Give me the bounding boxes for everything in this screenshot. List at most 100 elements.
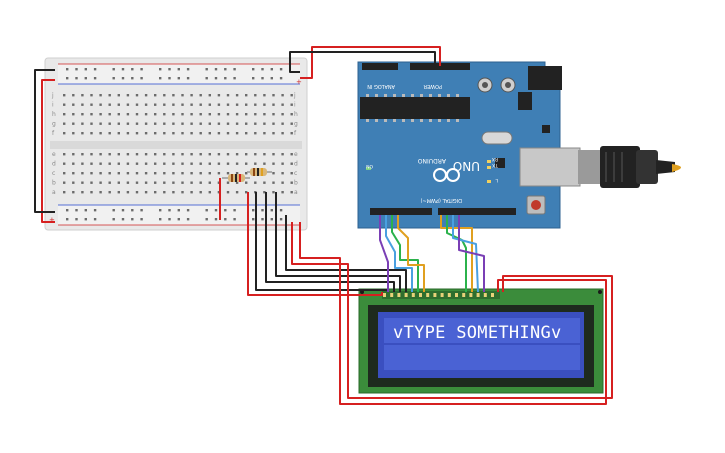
breadboard-hole[interactable] [144,94,148,97]
digital-header-low[interactable] [370,208,432,215]
breadboard-hole[interactable] [261,209,264,212]
breadboard-hole[interactable] [168,77,171,80]
breadboard-hole[interactable] [172,122,175,125]
breadboard-hole[interactable] [245,162,248,165]
breadboard-hole[interactable] [272,172,275,175]
breadboard-hole[interactable] [272,94,275,97]
breadboard-hole[interactable] [66,209,69,212]
breadboard-hole[interactable] [254,153,257,156]
breadboard-hole[interactable] [75,68,78,71]
breadboard-hole[interactable] [66,77,69,80]
breadboard-hole[interactable] [177,209,180,212]
breadboard-hole[interactable] [263,113,266,116]
breadboard-hole[interactable] [172,132,175,135]
breadboard-hole[interactable] [224,218,227,221]
lcd-pin[interactable] [462,293,466,297]
breadboard-hole[interactable] [261,68,264,71]
breadboard-hole[interactable] [126,113,130,116]
breadboard-hole[interactable] [112,218,115,221]
breadboard-hole[interactable] [168,209,171,212]
breadboard-hole[interactable] [135,172,139,175]
breadboard-hole[interactable] [99,162,102,165]
resistor-1[interactable] [222,174,250,182]
breadboard-hole[interactable] [279,218,283,221]
breadboard-hole[interactable] [272,162,275,165]
breadboard-hole[interactable] [90,172,93,175]
breadboard-hole[interactable] [272,181,275,184]
breadboard-hole[interactable] [126,153,130,156]
breadboard-hole[interactable] [121,77,125,80]
breadboard-hole[interactable] [108,94,111,97]
breadboard-hole[interactable] [144,172,148,175]
breadboard-hole[interactable] [208,153,211,156]
breadboard-hole[interactable] [81,191,84,194]
breadboard-hole[interactable] [117,94,120,97]
breadboard-hole[interactable] [177,68,180,71]
breadboard-hole[interactable] [217,181,221,184]
breadboard-hole[interactable] [226,94,230,97]
resistor-2[interactable] [247,168,272,176]
breadboard-hole[interactable] [144,132,148,135]
breadboard-hole[interactable] [205,77,208,80]
breadboard-hole[interactable] [154,122,157,125]
breadboard-hole[interactable] [199,172,202,175]
power-header[interactable] [410,63,470,70]
breadboard-hole[interactable] [135,122,139,125]
breadboard-hole[interactable] [181,132,184,135]
breadboard-hole[interactable] [205,68,208,71]
breadboard-hole[interactable] [226,191,230,194]
breadboard-hole[interactable] [126,103,130,106]
breadboard-hole[interactable] [63,153,66,156]
breadboard-hole[interactable] [144,122,148,125]
lcd-pin[interactable] [397,293,401,297]
breadboard-hole[interactable] [90,113,93,116]
breadboard-hole[interactable] [172,103,175,106]
breadboard-hole[interactable] [99,103,102,106]
breadboard-hole[interactable] [93,209,97,212]
breadboard-hole[interactable] [63,181,66,184]
breadboard-hole[interactable] [72,122,75,125]
breadboard-hole[interactable] [281,132,284,135]
breadboard-hole[interactable] [168,218,171,221]
breadboard-hole[interactable] [135,191,139,194]
breadboard-hole[interactable] [90,132,93,135]
breadboard-hole[interactable] [245,113,248,116]
lcd-pin[interactable] [426,293,430,297]
breadboard-hole[interactable] [199,94,202,97]
breadboard-hole[interactable] [131,209,134,212]
breadboard-hole[interactable] [126,181,130,184]
breadboard-hole[interactable] [205,209,208,212]
breadboard-hole[interactable] [263,94,266,97]
lcd-pin[interactable] [491,293,494,297]
breadboard-hole[interactable] [135,181,139,184]
breadboard-hole[interactable] [172,153,175,156]
breadboard-hole[interactable] [154,103,157,106]
breadboard-hole[interactable] [117,181,120,184]
breadboard-hole[interactable] [226,103,230,106]
breadboard-hole[interactable] [172,113,175,116]
breadboard-hole[interactable] [190,94,193,97]
breadboard-hole[interactable] [245,181,248,184]
breadboard-hole[interactable] [235,122,239,125]
breadboard-hole[interactable] [72,162,75,165]
breadboard-hole[interactable] [272,113,275,116]
breadboard-hole[interactable] [272,122,275,125]
breadboard-hole[interactable] [108,181,111,184]
usb-cable[interactable] [578,146,681,188]
breadboard-hole[interactable] [112,77,115,80]
breadboard-hole[interactable] [208,103,211,106]
breadboard-hole[interactable] [131,68,134,71]
breadboard-hole[interactable] [90,191,93,194]
breadboard-hole[interactable] [81,132,84,135]
breadboard-hole[interactable] [63,103,66,106]
arduino-uno-board[interactable] [357,61,581,229]
breadboard-hole[interactable] [90,94,93,97]
breadboard-hole[interactable] [224,68,227,71]
breadboard-hole[interactable] [72,172,75,175]
breadboard-hole[interactable] [186,77,190,80]
breadboard-hole[interactable] [190,113,193,116]
breadboard-hole[interactable] [90,181,93,184]
breadboard-hole[interactable] [226,181,230,184]
breadboard-hole[interactable] [84,68,87,71]
